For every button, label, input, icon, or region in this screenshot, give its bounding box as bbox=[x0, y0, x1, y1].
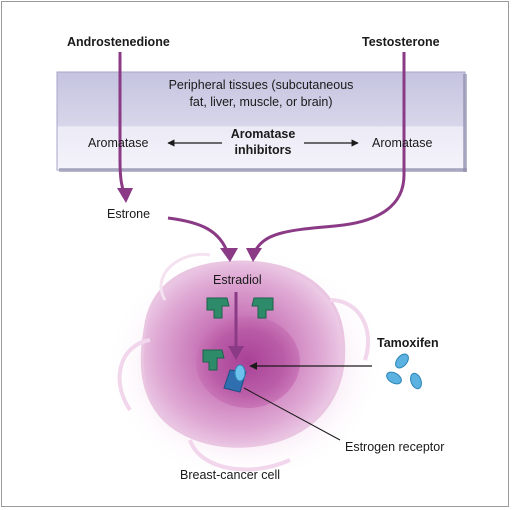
cell-nucleus bbox=[196, 316, 300, 408]
estradiol-molecule-1 bbox=[206, 297, 230, 319]
peripheral-tissues-line2: fat, liver, muscle, or brain) bbox=[189, 95, 332, 109]
estrone-to-estradiol-arrow bbox=[167, 216, 230, 255]
estradiol-molecule-3 bbox=[202, 349, 225, 371]
estrogen-receptor-label: Estrogen receptor bbox=[345, 440, 444, 454]
estrone-label: Estrone bbox=[107, 207, 150, 221]
aromatase-left-label: Aromatase bbox=[88, 136, 148, 150]
estrogen-receptor-shape bbox=[223, 364, 247, 393]
testosterone-label: Testosterone bbox=[362, 35, 440, 49]
androstenedione-label: Androstenedione bbox=[67, 35, 170, 49]
estrogen-receptor-pointer bbox=[243, 387, 341, 441]
testosterone-to-estradiol-arrow bbox=[252, 52, 406, 255]
pathway-arrowheads bbox=[117, 188, 262, 360]
estradiol-molecule-2 bbox=[251, 297, 274, 319]
tamoxifen-molecules bbox=[386, 353, 422, 390]
tamoxifen-label: Tamoxifen bbox=[377, 336, 439, 350]
aromatase-inhibitors-line1: Aromatase bbox=[231, 127, 296, 141]
aromatase-right-label: Aromatase bbox=[372, 136, 432, 150]
peripheral-tissues-line1: Peripheral tissues (subcutaneous bbox=[169, 78, 354, 92]
breast-cancer-cell-illustration bbox=[105, 247, 385, 483]
estradiol-molecules bbox=[202, 297, 274, 371]
estradiol-label: Estradiol bbox=[213, 273, 262, 287]
aromatase-inhibitors-line2: inhibitors bbox=[235, 143, 292, 157]
peripheral-tissues-box bbox=[56, 71, 467, 172]
breast-cancer-cell-label: Breast-cancer cell bbox=[180, 468, 280, 482]
